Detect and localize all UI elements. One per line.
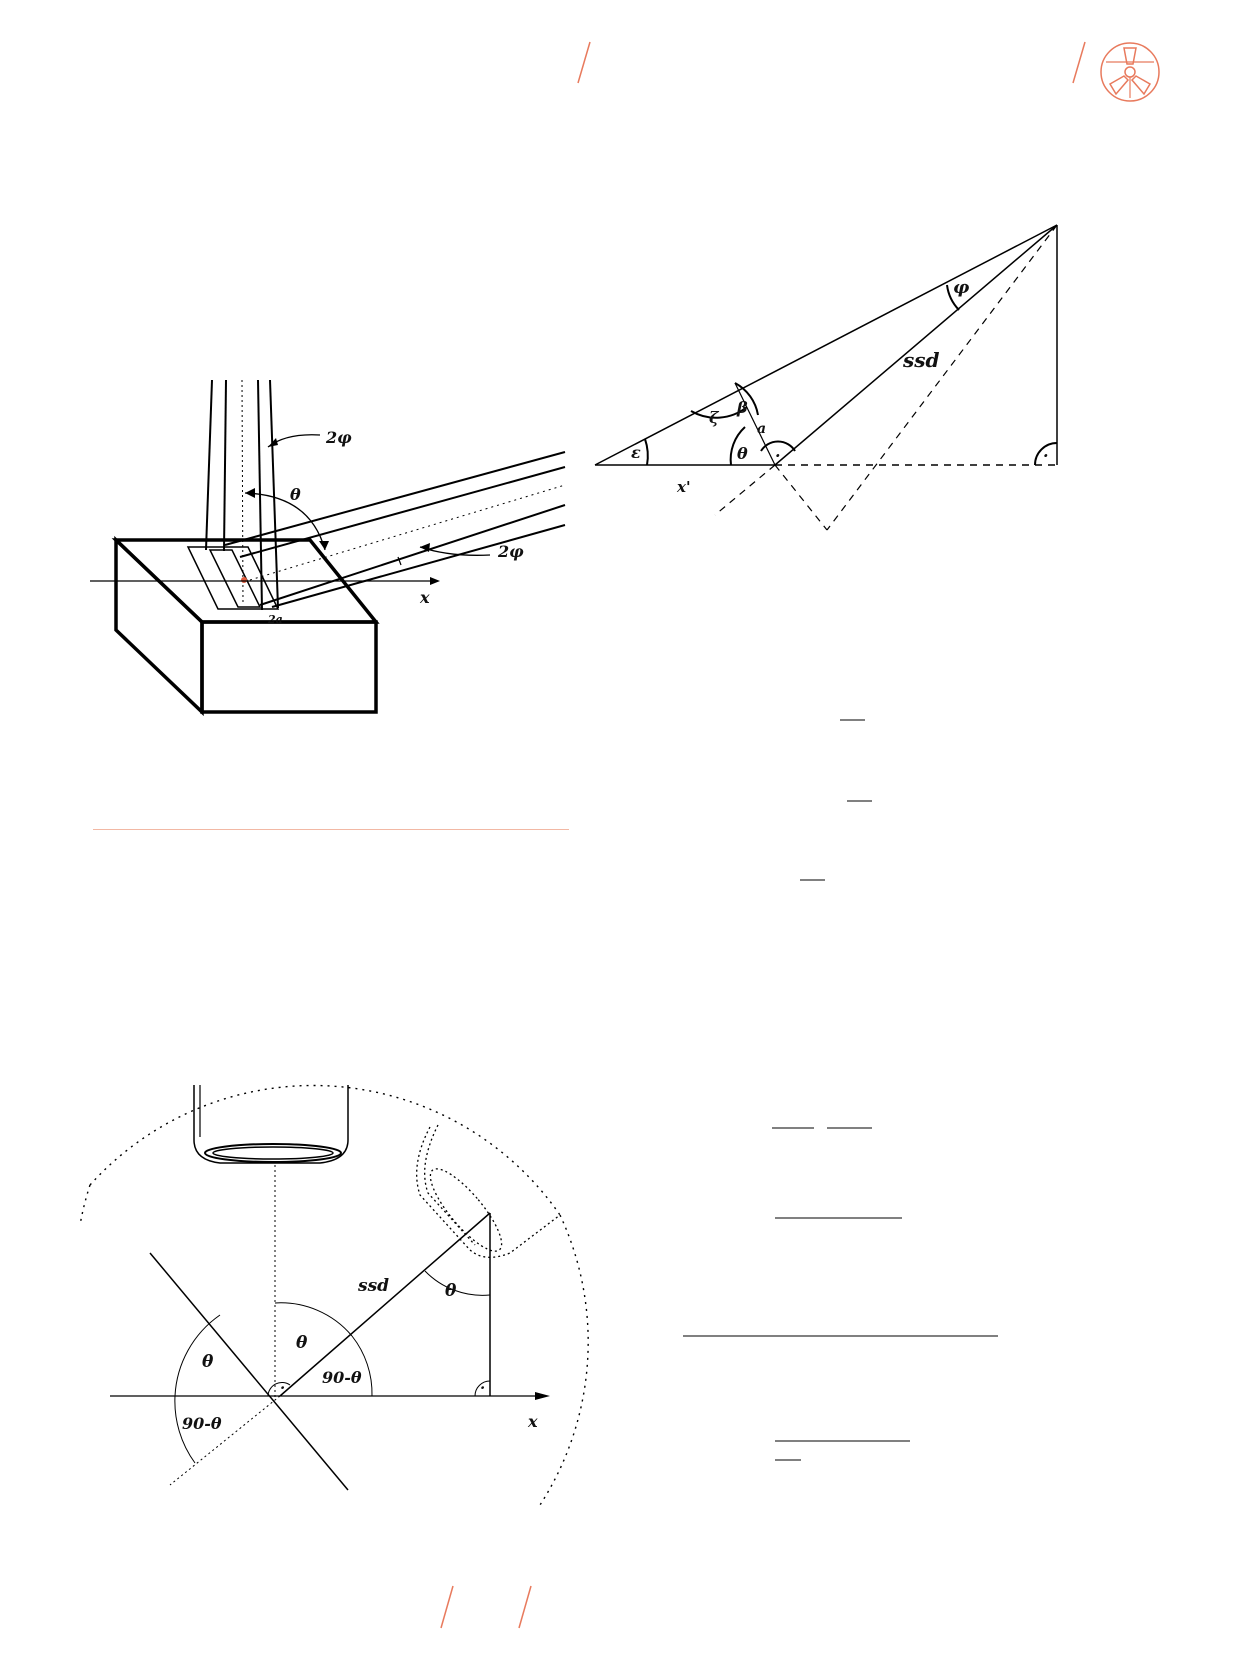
block-side-face — [114, 535, 204, 717]
triangle-label-phi: φ — [953, 277, 970, 298]
circle-right-angle-dot-right: · — [480, 1379, 485, 1397]
beam-label-theta: θ — [290, 485, 301, 504]
triangle-right-angle-dot-center: · — [775, 446, 781, 465]
triangle-geometry-figure: φ ssd β ζ a ε θ x' · · — [594, 224, 1058, 531]
circle-label-x: x — [527, 1412, 538, 1431]
triangle-label-zeta: ζ — [709, 408, 720, 427]
footer-decoration — [440, 1585, 532, 1629]
footer-slash-left — [440, 1585, 454, 1629]
triangle-label-ssd: ssd — [902, 348, 940, 372]
circle-label-90-theta-left: 90-θ — [182, 1414, 222, 1433]
footer-slash-right — [518, 1585, 532, 1629]
beam-label-2a: 2a — [267, 613, 283, 626]
beam-label-2phi-right: 2φ — [497, 542, 524, 561]
triangle-label-a: a — [757, 421, 766, 437]
circle-label-theta-right: θ — [445, 1281, 457, 1301]
circle-label-90-theta-right: 90-θ — [322, 1368, 362, 1387]
circle-right-angle-dot-center: · — [280, 1379, 285, 1397]
header-slash-center — [577, 41, 591, 84]
beam-label-x: x — [419, 588, 430, 607]
circle-label-theta-center: θ — [296, 1333, 308, 1353]
header-slash-right — [1072, 41, 1086, 84]
triangle-label-theta: θ — [737, 444, 748, 463]
beam-block-figure: 2φ θ 2φ x 2a — [90, 379, 566, 717]
radiation-trefoil-logo — [1100, 42, 1160, 102]
circle-label-ssd: ssd — [357, 1276, 389, 1296]
block-front-face — [200, 620, 378, 714]
circle-label-theta-left: θ — [202, 1352, 214, 1372]
triangle-label-epsilon: ε — [631, 443, 641, 462]
formula-fraction-bars — [683, 719, 998, 1461]
beam-label-2phi-top: 2φ — [325, 428, 352, 447]
header-decoration — [577, 41, 1086, 84]
triangle-right-angle-dot-right: · — [1043, 446, 1049, 465]
triangle-label-xprime: x' — [676, 478, 691, 496]
circle-geometry-figure: ssd θ θ 90-θ θ 90-θ x · · — [79, 1084, 589, 1506]
section-divider — [93, 829, 569, 830]
triangle-label-beta: β — [736, 398, 748, 417]
